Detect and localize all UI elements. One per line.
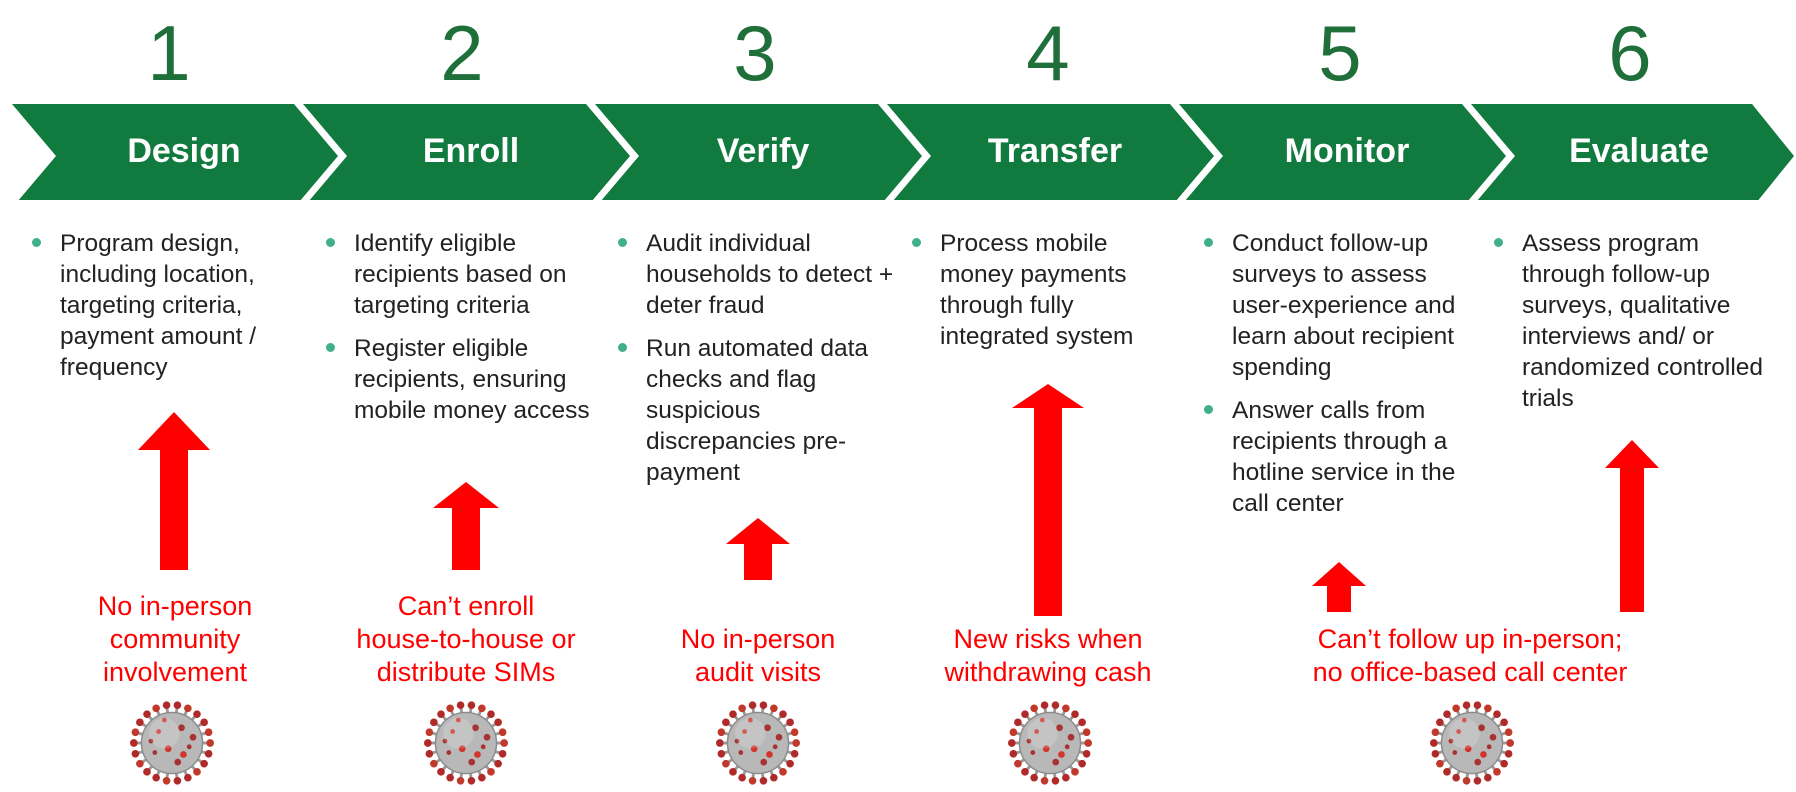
bullets-enroll: Identify eligible recipients based on ta… xyxy=(322,228,602,438)
red-up-arrow-icon xyxy=(1312,562,1366,612)
constraint-line: audit visits xyxy=(694,657,822,687)
step-number-3: 3 xyxy=(733,9,777,97)
bullet-item: Conduct follow-up surveys to assess user… xyxy=(1200,228,1480,383)
stage-label-verify: Verify xyxy=(716,132,810,170)
step-number-2: 2 xyxy=(440,9,484,97)
constraint-line: Can’t enroll xyxy=(397,591,535,621)
step-number-6: 6 xyxy=(1608,9,1652,97)
constraint-line: house-to-house or xyxy=(356,624,576,654)
red-up-arrow-icon xyxy=(1012,384,1084,616)
red-up-arrow-icon xyxy=(1605,440,1659,612)
chevron-monitor xyxy=(1179,104,1506,200)
step-number-5: 5 xyxy=(1318,9,1362,97)
bullet-dot-icon xyxy=(1204,405,1213,414)
bullets-monitor: Conduct follow-up surveys to assess user… xyxy=(1200,228,1480,531)
constraint-line: No in-person xyxy=(97,591,253,621)
chevron-transfer xyxy=(887,104,1214,200)
bullet-dot-icon xyxy=(32,238,41,247)
bullet-item: Program design, including location, targ… xyxy=(28,228,296,383)
constraint-monitor-evaluate: Can’t follow up in-person; no office-bas… xyxy=(1300,623,1640,689)
step-number-4: 4 xyxy=(1026,9,1070,97)
red-up-arrow-icon xyxy=(138,412,210,570)
bullets-design: Program design, including location, targ… xyxy=(28,228,296,395)
chevron-evaluate xyxy=(1471,104,1794,200)
bullet-item: Register eligible recipients, ensuring m… xyxy=(322,333,602,426)
constraint-transfer: New risks when withdrawing cash xyxy=(908,623,1188,689)
stage-label-design: Design xyxy=(127,132,241,170)
constraint-line: distribute SIMs xyxy=(376,657,556,687)
process-chevron-band xyxy=(12,104,1794,200)
bullet-item: Run automated data checks and flag suspi… xyxy=(614,333,894,488)
constraint-line: New risks when xyxy=(953,624,1143,654)
constraint-line: Can’t follow up in-person; xyxy=(1317,624,1623,654)
constraint-line: No in-person xyxy=(680,624,836,654)
red-up-arrow-icon xyxy=(433,482,499,570)
bullet-dot-icon xyxy=(912,238,921,247)
stage-label-enroll: Enroll xyxy=(422,132,520,170)
bullet-item: Assess program through follow-up surveys… xyxy=(1490,228,1780,414)
coronavirus-icon xyxy=(424,701,508,785)
stage-label-monitor: Monitor xyxy=(1284,132,1410,170)
constraint-line: no office-based call center xyxy=(1312,657,1628,687)
constraint-design: No in-person community involvement xyxy=(60,590,290,689)
bullet-item: Answer calls from recipients through a h… xyxy=(1200,395,1480,519)
constraint-line: community xyxy=(109,624,241,654)
bullet-dot-icon xyxy=(326,238,335,247)
bullets-evaluate: Assess program through follow-up surveys… xyxy=(1490,228,1780,426)
bullet-dot-icon xyxy=(618,238,627,247)
bullet-dot-icon xyxy=(1494,238,1503,247)
stage-label-transfer: Transfer xyxy=(987,132,1123,170)
step-number-1: 1 xyxy=(147,9,191,97)
coronavirus-icon xyxy=(1430,701,1514,785)
bullets-verify: Audit individual households to detect + … xyxy=(614,228,894,500)
bullet-dot-icon xyxy=(326,343,335,352)
bullet-item: Process mobile money payments through fu… xyxy=(908,228,1178,352)
coronavirus-icon xyxy=(1008,701,1092,785)
bullet-dot-icon xyxy=(618,343,627,352)
constraint-line: involvement xyxy=(102,657,248,687)
chevron-design xyxy=(12,104,338,200)
chevron-enroll xyxy=(303,104,630,200)
bullet-dot-icon xyxy=(1204,238,1213,247)
constraint-verify: No in-person audit visits xyxy=(628,623,888,689)
constraint-line: withdrawing cash xyxy=(944,657,1152,687)
coronavirus-icon xyxy=(130,701,214,785)
bullet-item: Identify eligible recipients based on ta… xyxy=(322,228,602,321)
constraint-enroll: Can’t enroll house-to-house or distribut… xyxy=(326,590,606,689)
stage-label-evaluate: Evaluate xyxy=(1569,132,1709,170)
chevron-verify xyxy=(595,104,922,200)
bullet-item: Audit individual households to detect + … xyxy=(614,228,894,321)
red-up-arrow-icon xyxy=(726,518,790,580)
coronavirus-icon xyxy=(716,701,800,785)
bullets-transfer: Process mobile money payments through fu… xyxy=(908,228,1178,364)
